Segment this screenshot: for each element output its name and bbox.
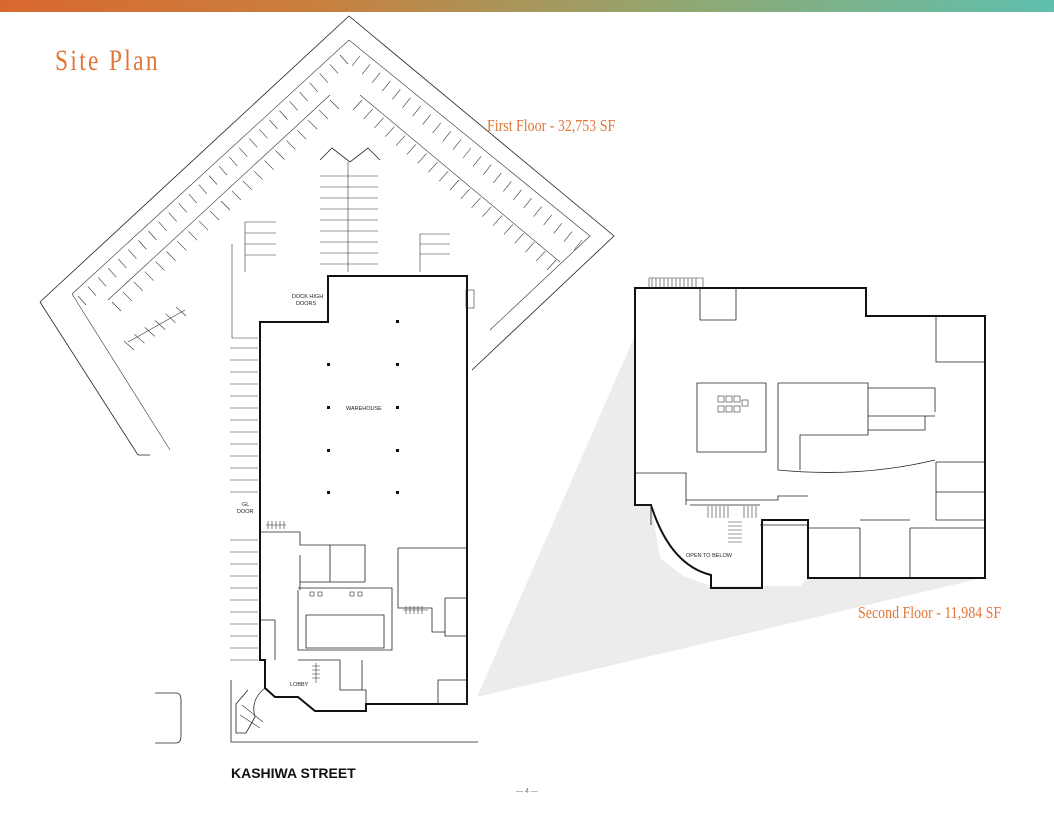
gl-door-label-1: GL [242,502,249,508]
second-floor-highlight-wedge [477,333,982,697]
first-floor-label: First Floor - 32,753 SF [487,116,616,135]
parking-lot [39,15,615,456]
second-floor-label: Second Floor - 11,984 SF [858,603,1002,622]
dock-high-label-1: DOCK HIGH [292,294,323,300]
dock-high-label-2: DOORS [296,301,317,307]
gl-door-label-2: DOOR [237,509,254,515]
first-floor-building [155,275,478,744]
parking-stalls [77,54,583,661]
street-label: KASHIWA STREET [231,765,356,781]
second-floor-plan [634,277,986,589]
page-title: Site Plan [55,44,160,77]
page-number: — 4 — [516,788,538,795]
warehouse-label: WAREHOUSE [346,406,382,412]
lobby-label: LOBBY [290,682,309,688]
open-to-below-label: OPEN TO BELOW [686,553,733,559]
top-gradient-bar [0,0,1054,12]
